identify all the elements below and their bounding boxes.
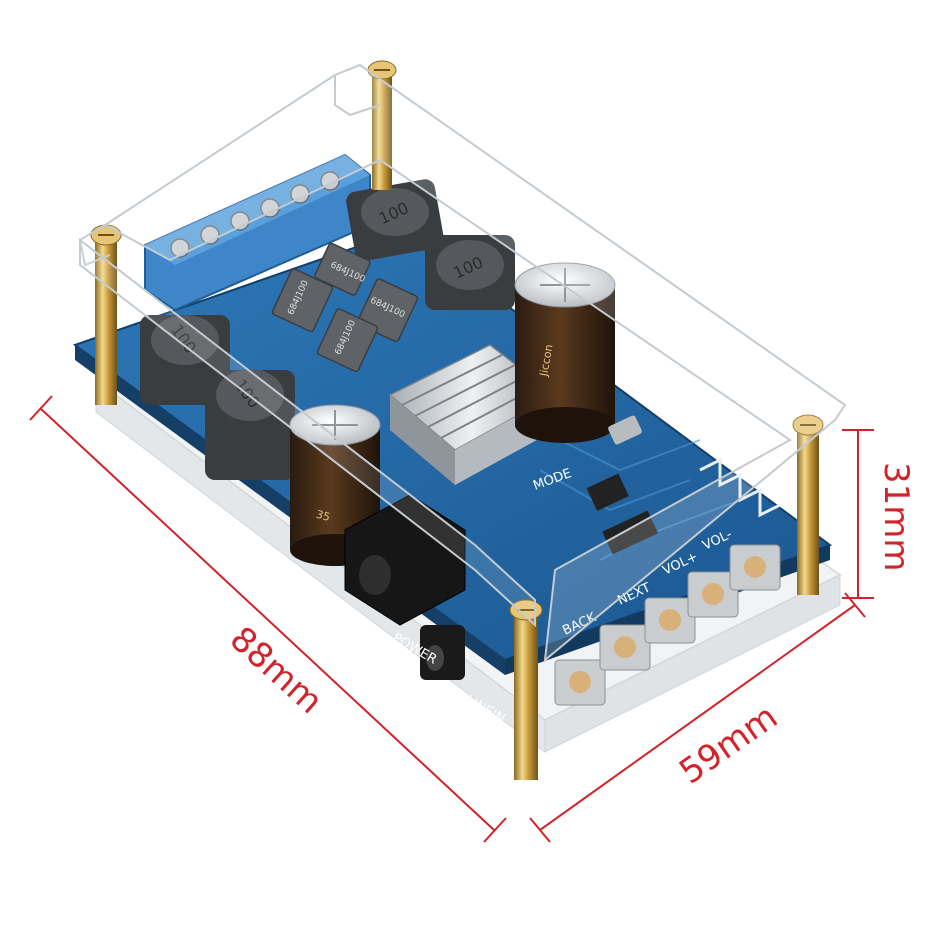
standoff-front-right	[509, 599, 543, 780]
inductor-2: 100	[425, 235, 515, 310]
standoff-back-right	[792, 414, 824, 595]
audio-jack	[420, 625, 465, 680]
button-vol-minus	[729, 544, 781, 591]
top-acrylic-plate	[78, 63, 847, 663]
button-back	[554, 659, 606, 706]
button-vol-plus	[687, 571, 739, 618]
button-next	[644, 597, 696, 644]
svg-text:Jiccon: Jiccon	[537, 343, 556, 378]
dimension-height-label: 31mm	[876, 462, 916, 572]
dimension-width-label: 59mm	[672, 697, 785, 793]
svg-text:35: 35	[315, 508, 332, 524]
heatsink	[388, 344, 557, 485]
inductor-1: 100	[346, 179, 444, 261]
button-prev	[599, 624, 651, 671]
tactile-buttons	[554, 544, 781, 706]
dimension-31mm	[842, 429, 874, 599]
bottom-acrylic-edge-right	[544, 574, 841, 753]
power-jack	[344, 494, 466, 626]
dimension-88mm	[29, 395, 507, 843]
dimension-length-label: 88mm	[222, 619, 330, 722]
ferrite-blocks	[271, 242, 419, 373]
